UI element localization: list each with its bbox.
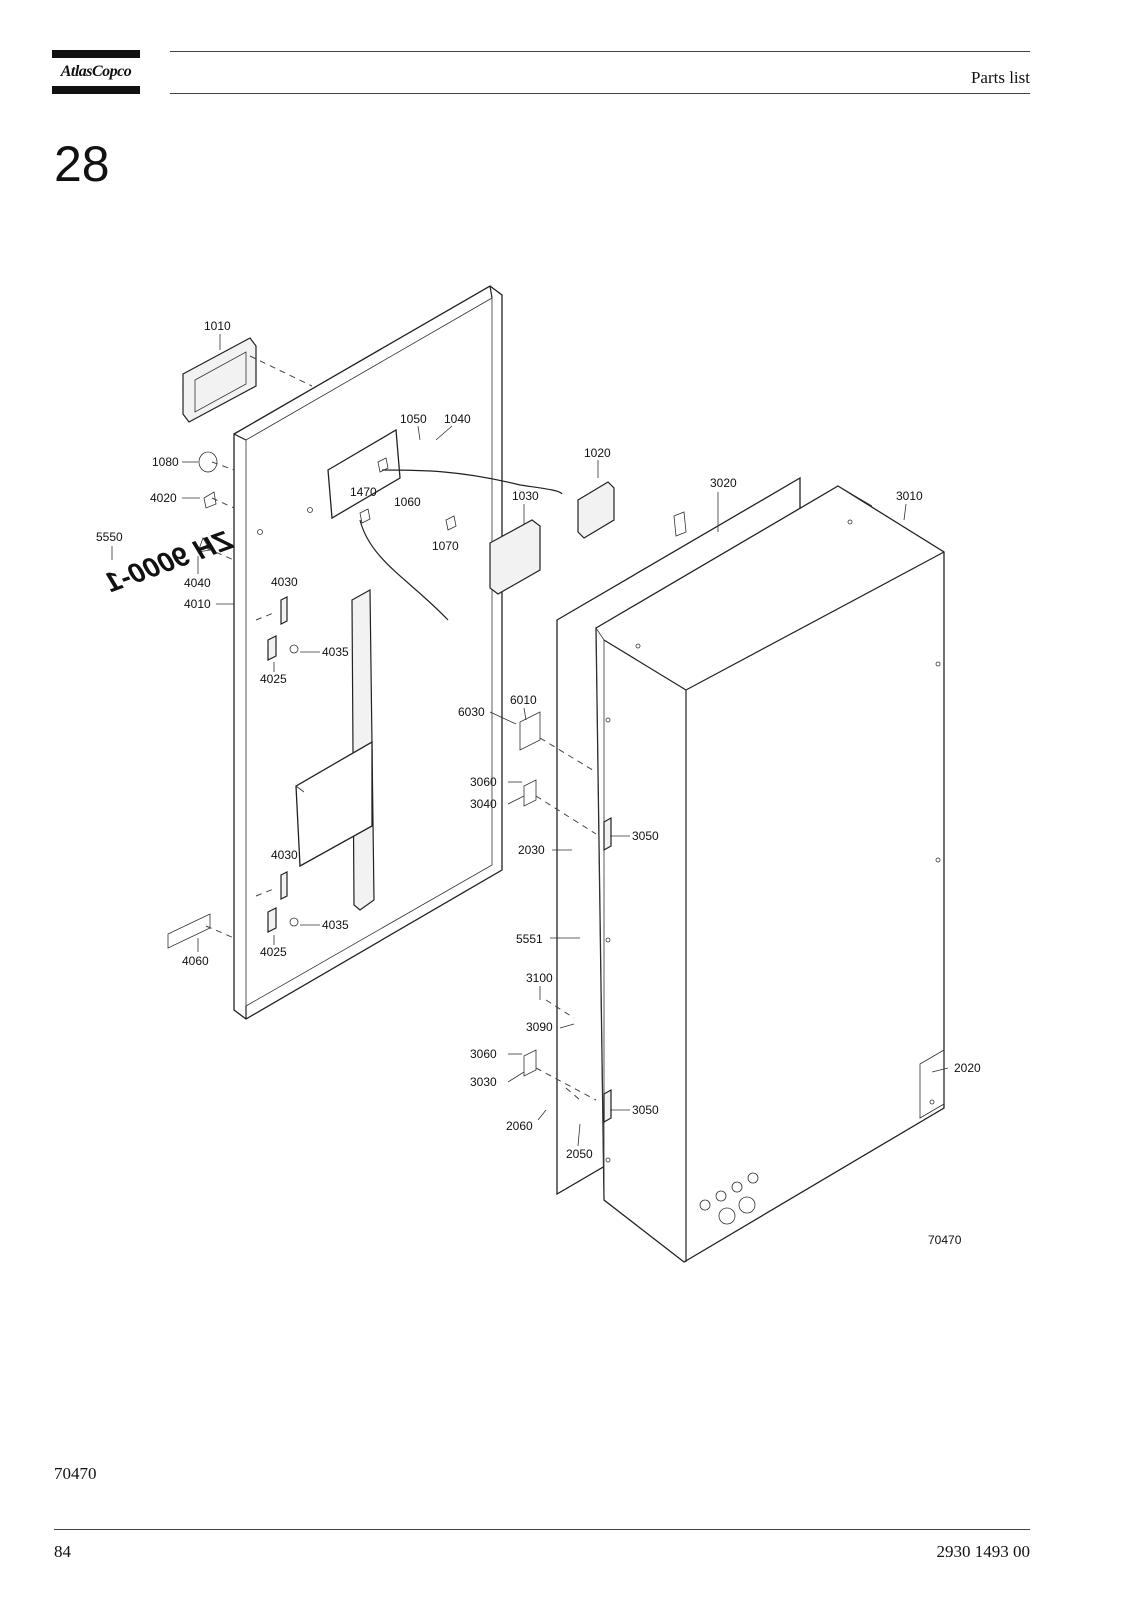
figure-reference: 70470 [54, 1464, 97, 1483]
callout-5551: 5551 [516, 932, 543, 946]
callout-4030-upper: 4030 [271, 575, 298, 589]
callout-3040: 3040 [470, 797, 497, 811]
callout-4035-lower: 4035 [322, 918, 349, 932]
callout-1080: 1080 [152, 455, 179, 469]
atlas-copco-logo: AtlasCopco [52, 50, 140, 94]
callout-3050-lower: 3050 [632, 1103, 659, 1117]
drawing-number: 70470 [928, 1233, 962, 1247]
callout-4020: 4020 [150, 491, 177, 505]
header-title: Parts list [970, 68, 1030, 87]
callout-4030-lower: 4030 [271, 848, 298, 862]
callout-1040: 1040 [444, 412, 471, 426]
callout-3030: 3030 [470, 1075, 497, 1089]
callout-3060-upper: 3060 [470, 775, 497, 789]
header-rule-bottom [170, 93, 1030, 94]
header-rule-top [170, 51, 1030, 52]
callout-5550: 5550 [96, 530, 123, 544]
callout-1010: 1010 [204, 319, 231, 333]
callout-1470: 1470 [350, 485, 377, 499]
callout-2050: 2050 [566, 1147, 593, 1161]
callout-1060: 1060 [394, 495, 421, 509]
callout-4060: 4060 [182, 954, 209, 968]
document-number: 2930 1493 00 [936, 1542, 1031, 1561]
dashed-leader-lines [205, 355, 597, 1101]
callout-1050: 1050 [400, 412, 427, 426]
callout-3100: 3100 [526, 971, 553, 985]
logo-wordmark: AtlasCopco [60, 63, 132, 80]
callout-4010: 4010 [184, 597, 211, 611]
callout-leaders [111, 334, 949, 1147]
callout-3010: 3010 [896, 489, 923, 503]
page-number: 84 [54, 1542, 71, 1561]
callout-3020: 3020 [710, 476, 737, 490]
callout-labels: 1010 1020 1030 1040 1050 1060 1070 1080 … [96, 319, 981, 1247]
footer-rule [54, 1529, 1030, 1530]
callout-3060-lower: 3060 [470, 1047, 497, 1061]
section-number: 28 [54, 136, 110, 192]
logo-bar-top [52, 50, 140, 58]
callout-1030: 1030 [512, 489, 539, 503]
callout-1070: 1070 [432, 539, 459, 553]
cabinet-body [556, 476, 945, 1263]
callout-3090: 3090 [526, 1020, 553, 1034]
logo-bar-bottom [52, 86, 140, 94]
callout-4040: 4040 [184, 576, 211, 590]
callout-2020: 2020 [954, 1061, 981, 1075]
callout-4025-lower: 4025 [260, 945, 287, 959]
callout-3050-upper: 3050 [632, 829, 659, 843]
callout-2030: 2030 [518, 843, 545, 857]
callout-4035-upper: 4035 [322, 645, 349, 659]
callout-6010: 6010 [510, 693, 537, 707]
parts-small [167, 337, 687, 1124]
callout-2060: 2060 [506, 1119, 533, 1133]
door-panel [233, 285, 563, 1020]
callout-6030: 6030 [458, 705, 485, 719]
callout-1020: 1020 [584, 446, 611, 460]
callout-4025-upper: 4025 [260, 672, 287, 686]
